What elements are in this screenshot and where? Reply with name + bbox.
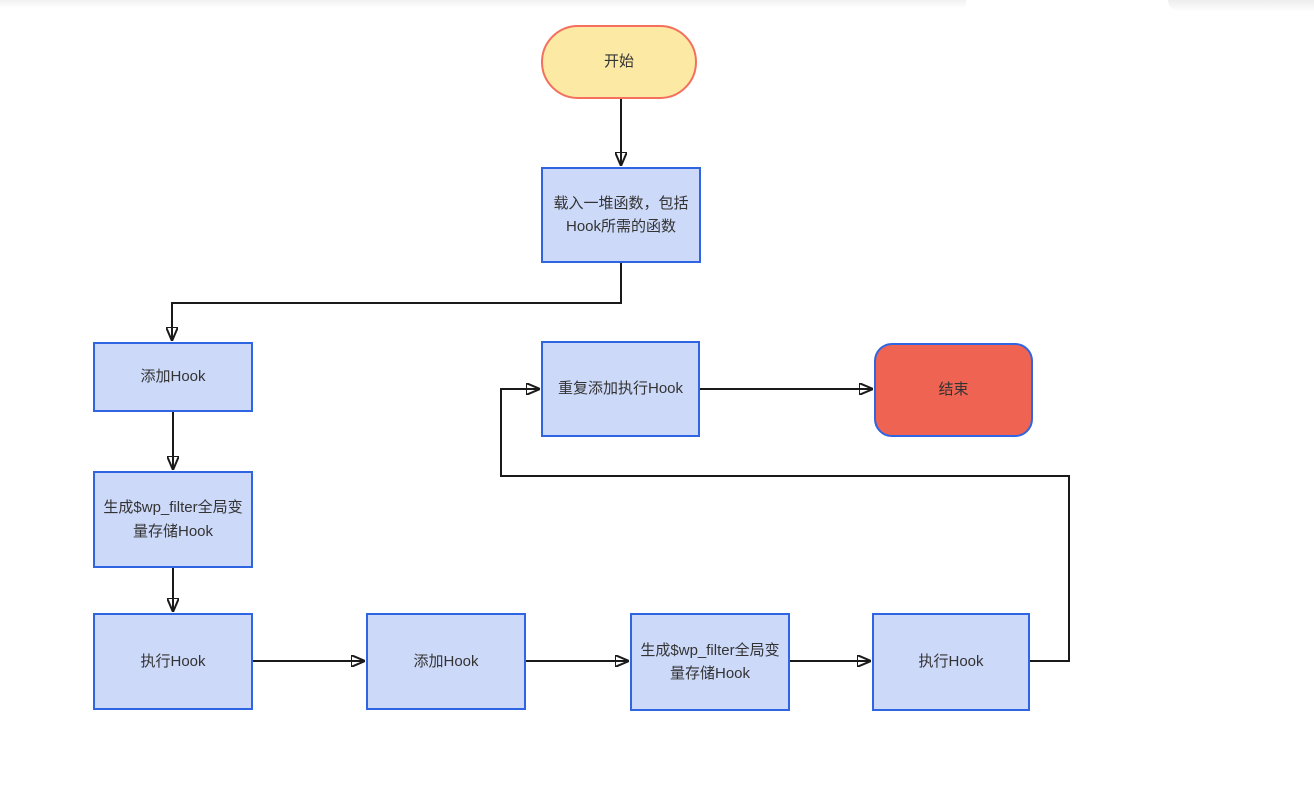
node-add-hook-2-label: 添加Hook xyxy=(413,652,479,670)
node-load-functions-label: 载入一堆函数，包括Hook所需的函数 xyxy=(553,194,689,235)
node-start: 开始 xyxy=(541,25,697,99)
page-top-edge-right xyxy=(1168,0,1314,12)
connector-load-to-add1 xyxy=(172,263,622,339)
node-end-label: 结束 xyxy=(938,381,969,399)
node-generate-wp-filter-2: 生成$wp_filter全局变量存储Hook xyxy=(630,613,790,711)
node-add-hook-2: 添加Hook xyxy=(366,613,526,710)
node-generate-wp-filter-2-label: 生成$wp_filter全局变量存储Hook xyxy=(640,641,780,682)
node-generate-wp-filter-1-label: 生成$wp_filter全局变量存储Hook xyxy=(103,499,243,540)
node-end: 结束 xyxy=(874,343,1033,437)
node-generate-wp-filter-1: 生成$wp_filter全局变量存储Hook xyxy=(93,471,253,568)
node-run-hook-2-label: 执行Hook xyxy=(918,653,984,671)
node-add-hook-1: 添加Hook xyxy=(93,342,253,412)
page-top-edge-left xyxy=(0,0,966,8)
node-run-hook-2: 执行Hook xyxy=(872,613,1030,711)
node-start-label: 开始 xyxy=(603,53,634,71)
node-load-functions: 载入一堆函数，包括Hook所需的函数 xyxy=(541,167,701,263)
node-run-hook-1-label: 执行Hook xyxy=(140,652,206,670)
node-repeat-add-run-hook: 重复添加执行Hook xyxy=(541,341,700,437)
node-repeat-add-run-hook-label: 重复添加执行Hook xyxy=(557,380,684,398)
node-run-hook-1: 执行Hook xyxy=(93,613,253,710)
node-add-hook-1-label: 添加Hook xyxy=(140,368,206,386)
